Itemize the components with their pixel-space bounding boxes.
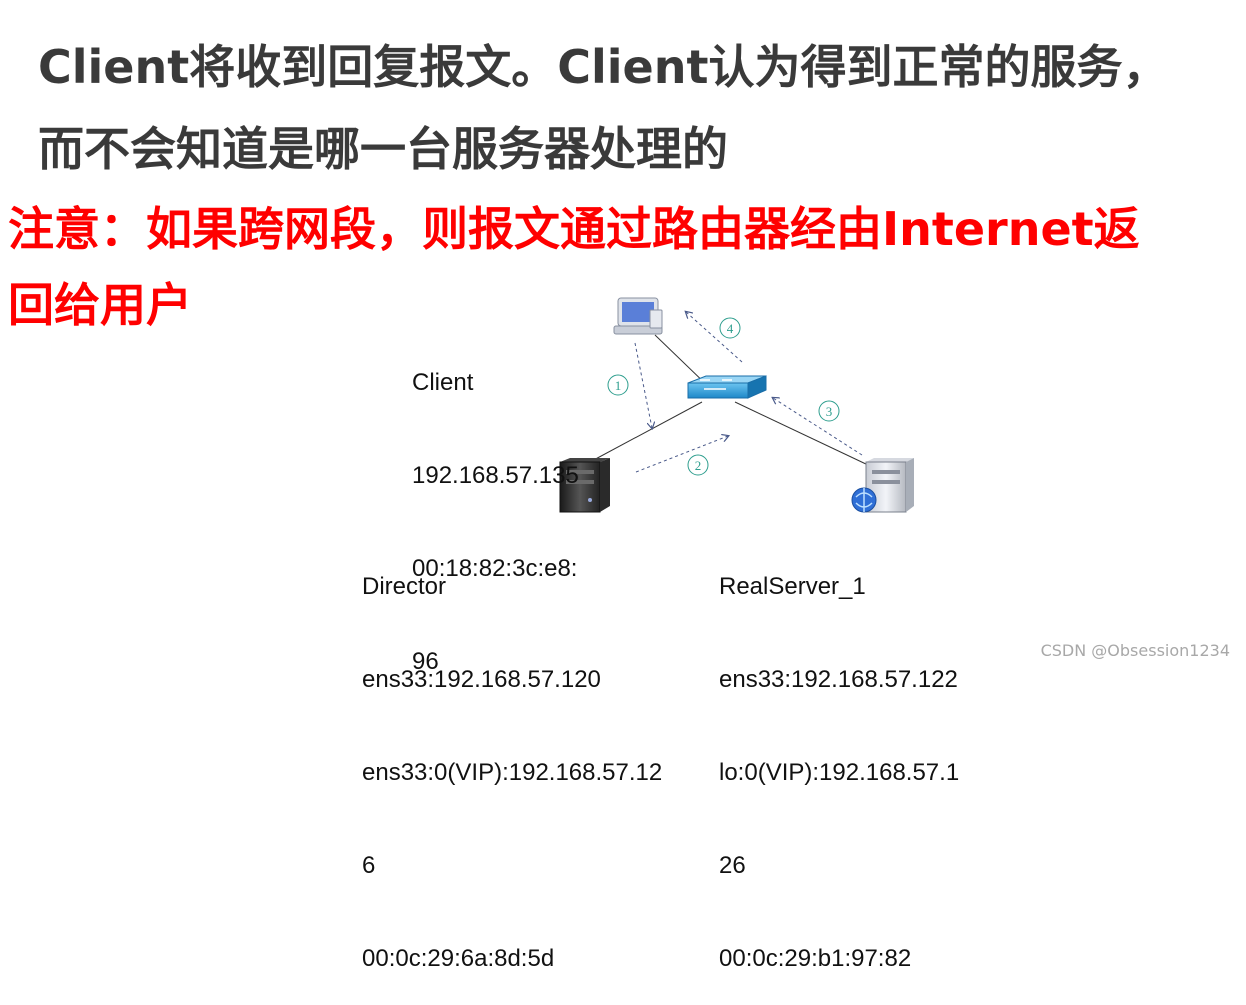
client-name: Client bbox=[412, 369, 474, 396]
realserver-ens33: ens33:192.168.57.122 bbox=[719, 666, 958, 693]
client-mac-line-1: 00:18:82:3c:e8: bbox=[412, 555, 578, 582]
client-ip: 192.168.57.135 bbox=[412, 462, 579, 489]
headline-line-1: Client将收到回复报文。Client认为得到正常的服务， bbox=[38, 40, 1169, 94]
network-diagram: 1 2 3 4 bbox=[559, 297, 914, 513]
realserver-label: RealServer_1 ens33:192.168.57.122 lo:0(V… bbox=[719, 509, 959, 1005]
svg-text:4: 4 bbox=[727, 321, 734, 336]
step-4-marker: 4 bbox=[719, 317, 741, 339]
step-4-arrow bbox=[686, 312, 743, 363]
step-1-arrow bbox=[634, 342, 652, 428]
director-mac: 00:0c:29:6a:8d:5d bbox=[362, 945, 555, 972]
director-ens33: ens33:192.168.57.120 bbox=[362, 666, 601, 693]
director-label: Director ens33:192.168.57.120 ens33:0(VI… bbox=[362, 509, 662, 1005]
svg-text:1: 1 bbox=[615, 378, 622, 393]
step-3-marker: 3 bbox=[818, 400, 840, 422]
realserver-server-icon bbox=[851, 458, 914, 513]
realserver-name: RealServer_1 bbox=[719, 573, 866, 600]
svg-text:3: 3 bbox=[826, 404, 833, 419]
director-vip-line-2: 6 bbox=[362, 852, 376, 879]
director-name: Director bbox=[362, 573, 447, 600]
realserver-vip-line-1: lo:0(VIP):192.168.57.1 bbox=[719, 759, 960, 786]
client-label: Client 192.168.57.135 00:18:82:3c:e8: 96 bbox=[412, 305, 579, 708]
director-switch-link bbox=[589, 401, 703, 463]
director-vip-line-1: ens33:0(VIP):192.168.57.12 bbox=[362, 759, 663, 786]
step-2-marker: 2 bbox=[687, 454, 709, 476]
warning-line-1: 注意：如果跨网段，则报文通过路由器经由Internet返 bbox=[8, 202, 1140, 256]
step-2-arrow bbox=[635, 436, 728, 473]
svg-text:2: 2 bbox=[695, 458, 702, 473]
watermark: CSDN @Obsession1234 bbox=[1040, 641, 1230, 660]
director-server-icon bbox=[559, 458, 610, 513]
step-1-marker: 1 bbox=[607, 374, 629, 396]
client-computer-icon bbox=[613, 297, 663, 335]
switch-icon bbox=[687, 375, 767, 399]
realserver-mac: 00:0c:29:b1:97:82 bbox=[719, 945, 912, 972]
headline-line-2: 而不会知道是哪一台服务器处理的 bbox=[38, 122, 728, 176]
realserver-switch-link bbox=[734, 401, 869, 466]
warning-line-2: 回给用户 bbox=[8, 278, 192, 332]
realserver-vip-line-2: 26 bbox=[719, 852, 746, 879]
